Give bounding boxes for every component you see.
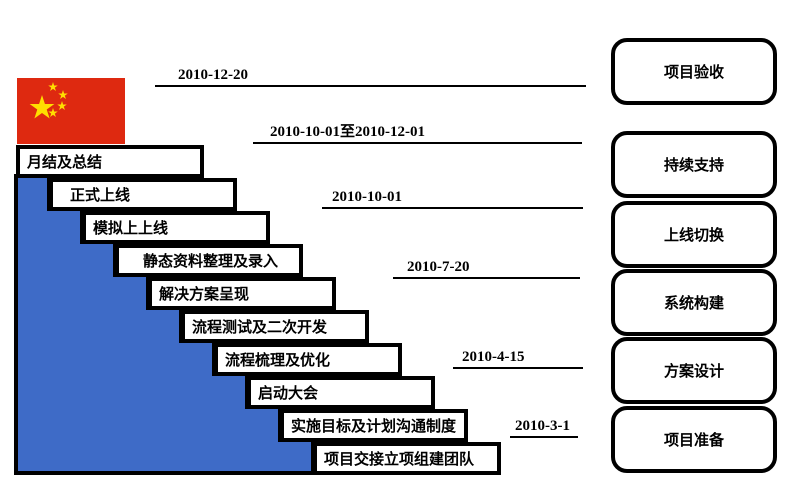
step-box: 启动大会: [247, 376, 435, 409]
step-label: 实施目标及计划沟通制度: [291, 418, 457, 435]
phase-box: 项目验收: [611, 38, 777, 105]
milestone-date: 2010-7-20: [407, 259, 470, 275]
step-box: 解决方案呈现: [148, 277, 336, 310]
milestone-date: 2010-3-1: [515, 418, 570, 434]
step-label: 月结及总结: [27, 154, 103, 171]
milestone-date: 2010-10-01: [332, 189, 402, 205]
step-box: 正式上线: [49, 178, 237, 211]
milestone-date: 2010-12-20: [178, 67, 248, 83]
milestone: 2010-3-1: [510, 417, 578, 438]
step-label: 启动大会: [258, 385, 319, 402]
step-label: 正式上线: [70, 187, 131, 204]
phase-label: 持续支持: [663, 157, 724, 174]
step-label: 项目交接立项组建团队: [324, 451, 475, 468]
phase-label: 系统构建: [663, 295, 724, 312]
step-label: 模拟上上线: [93, 220, 169, 237]
step-label: 解决方案呈现: [159, 286, 250, 303]
milestone-date: 2010-4-15: [462, 349, 525, 365]
milestone: 2010-10-01至2010-12-01: [253, 123, 582, 144]
step-label: 流程梳理及优化: [225, 352, 331, 369]
milestone-line: [322, 207, 583, 209]
phase-label: 项目准备: [663, 432, 724, 449]
milestone-line: [510, 436, 578, 438]
step-label: 静态资料整理及录入: [143, 253, 279, 270]
step-label: 流程测试及二次开发: [192, 319, 328, 336]
step-box: 流程测试及二次开发: [181, 310, 369, 343]
step-box: 项目交接立项组建团队: [313, 442, 501, 475]
step-box: 月结及总结: [16, 145, 204, 178]
phase-label: 方案设计: [663, 363, 724, 380]
phase-label: 上线切换: [663, 227, 724, 244]
milestone: 2010-7-20: [393, 258, 580, 279]
phase-box: 上线切换: [611, 201, 777, 268]
phase-box: 系统构建: [611, 269, 777, 336]
phase-box: 项目准备: [611, 406, 777, 473]
step-box: 实施目标及计划沟通制度: [280, 409, 468, 442]
phase-box: 持续支持: [611, 131, 777, 198]
milestone-line: [253, 142, 582, 144]
milestone-line: [453, 367, 583, 369]
china-flag-icon: [17, 78, 125, 144]
milestone: 2010-12-20: [155, 66, 586, 87]
milestone-date: 2010-10-01至2010-12-01: [270, 124, 425, 140]
milestone: 2010-10-01: [322, 188, 583, 209]
phase-box: 方案设计: [611, 337, 777, 404]
milestone: 2010-4-15: [453, 348, 583, 369]
step-box: 模拟上上线: [82, 211, 270, 244]
step-box: 流程梳理及优化: [214, 343, 402, 376]
milestone-line: [393, 277, 580, 279]
step-box: 静态资料整理及录入: [115, 244, 303, 277]
phase-label: 项目验收: [663, 64, 724, 81]
milestone-line: [155, 85, 586, 87]
